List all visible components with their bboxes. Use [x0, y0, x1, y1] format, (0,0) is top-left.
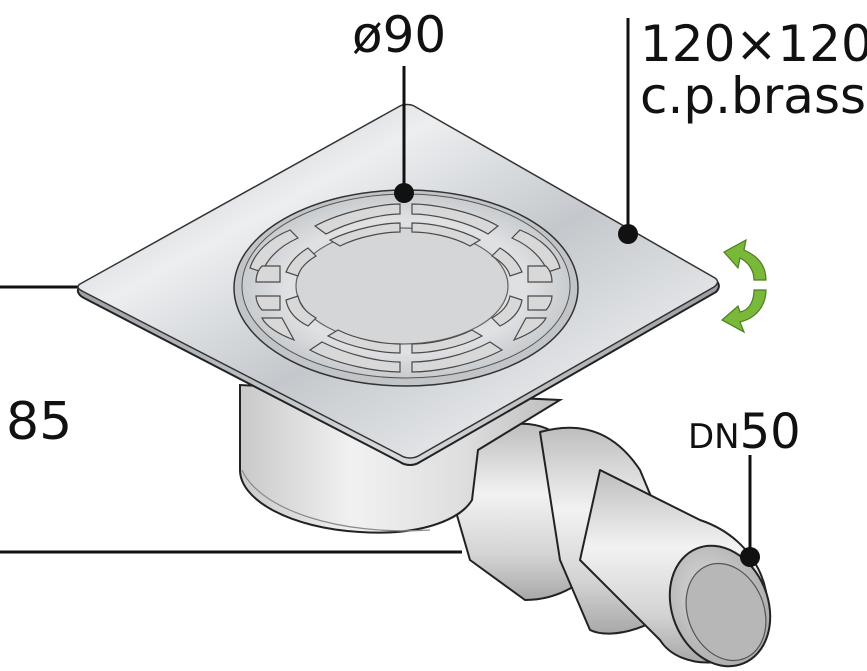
size-label-material: c.p.brass	[640, 67, 867, 125]
grate-slots	[249, 203, 561, 373]
size-label: 120×120 c.p.brass	[640, 18, 867, 122]
height-label: 85	[6, 392, 73, 452]
outlet-dot	[740, 547, 760, 567]
diameter-label: ø90	[352, 6, 447, 64]
diameter-dot	[394, 183, 414, 203]
leader-lines	[402, 18, 752, 557]
outlet-label-value: 50	[739, 404, 801, 460]
outlet-label: DN50	[688, 408, 801, 456]
size-dot	[618, 224, 638, 244]
outlet-pipe	[437, 422, 772, 668]
rotate-arrows-icon	[720, 238, 767, 334]
round-grate	[233, 189, 579, 387]
outlet-label-prefix: DN	[688, 417, 740, 457]
size-label-dimensions: 120×120	[640, 15, 867, 73]
